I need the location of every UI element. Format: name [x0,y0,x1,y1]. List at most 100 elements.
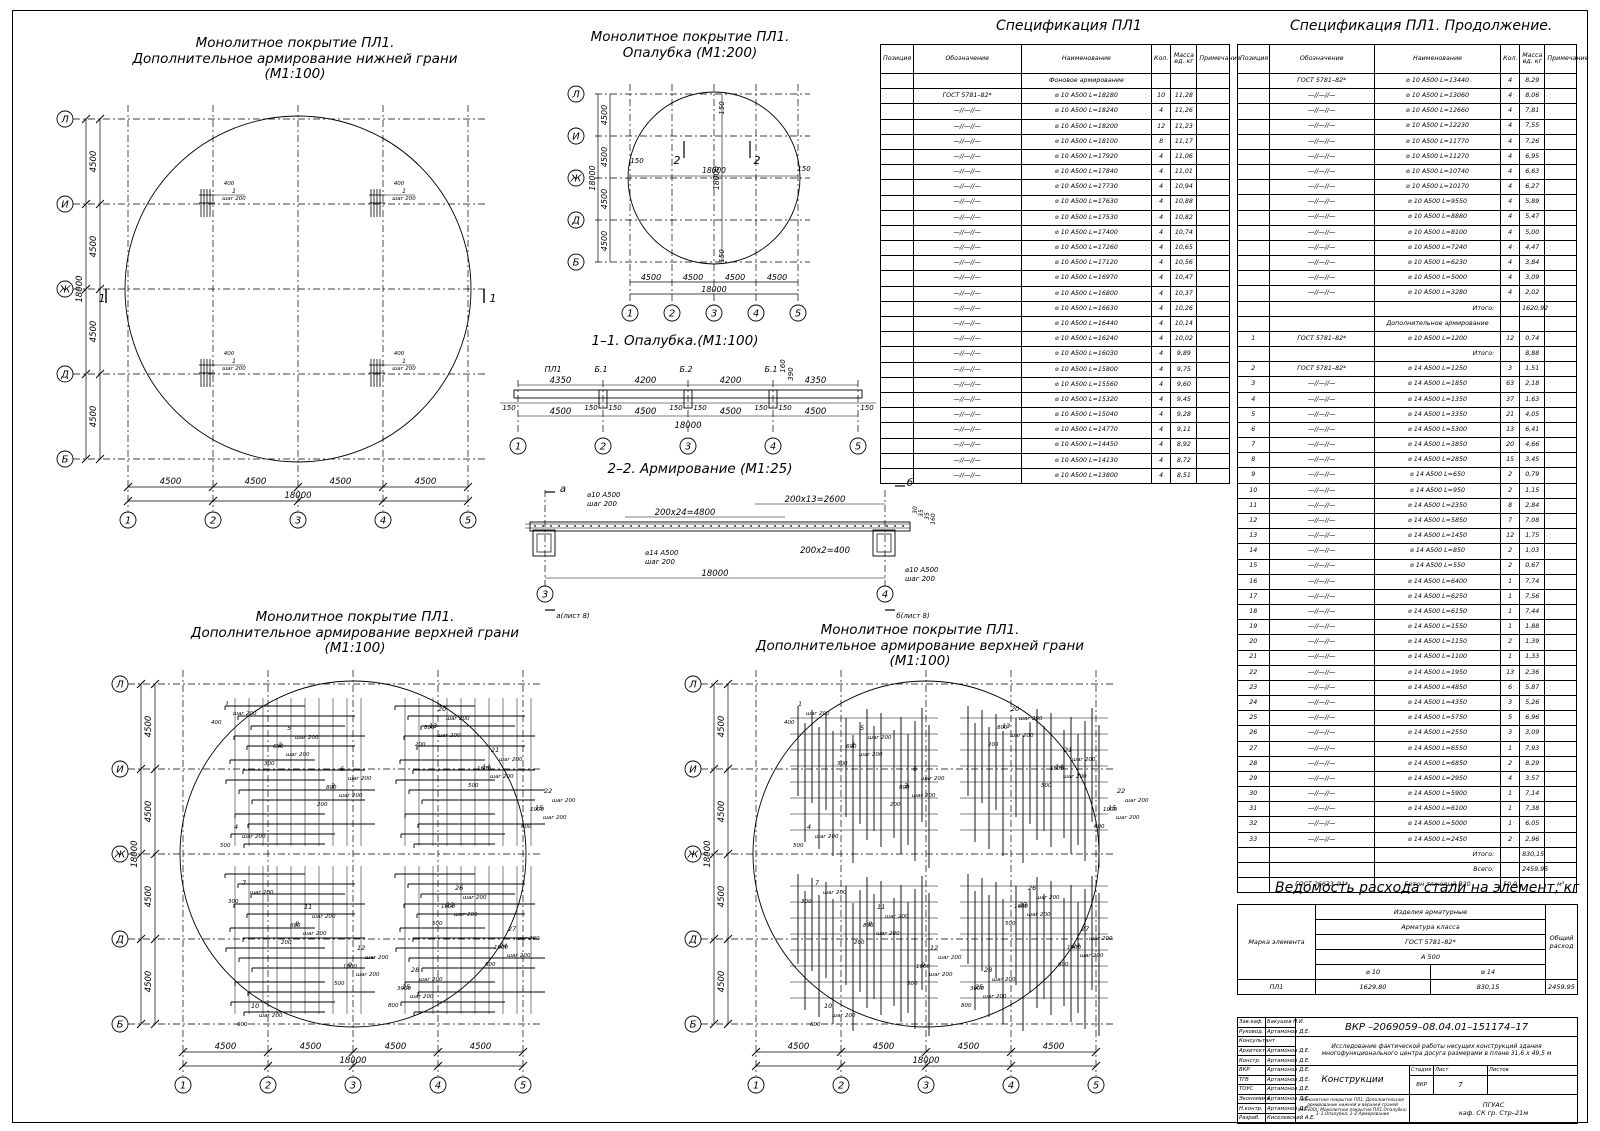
spec1-cell: ⌀ 10 А500 L=17920 [1020,148,1152,166]
stamp-name: Артамонов Д.Е. [1265,1064,1310,1076]
axis-bubble-Б [567,253,585,271]
position-mark: 11 [877,903,885,911]
position-mark: 27 [508,925,517,933]
axis-bubble-И-label: И [116,765,124,776]
axis-bubble-4 [747,304,765,322]
step-label: шаг 200 [242,834,266,840]
spec2-cell: 8,29 [1519,72,1546,90]
spec1-cell: Фоновое армирование [1020,72,1152,90]
spec1-cell: 4 [1150,437,1172,454]
stirrup [876,533,892,553]
spec1-cell: 4 [1150,103,1172,120]
stamp-role: Разраб. [1237,1112,1266,1124]
spec2-cell: м³ [1544,877,1577,894]
steel-v14: 830,15 [1430,979,1546,995]
dim-side: 35 [924,512,931,520]
spec2-cell [1544,573,1577,590]
spec1-cell [1196,452,1230,469]
spec1-cell: 10,74 [1170,224,1198,242]
spec2-cell: 2 [1500,482,1521,499]
spec2-cell: 1 [1500,588,1521,606]
spec2-cell [1544,740,1577,757]
spec2-cell: —//—//— [1268,725,1375,742]
rebar-dot [678,525,680,527]
spec1-cell [1196,391,1230,409]
spec2-cell: ⌀ 14 А500 L=1100 [1373,649,1502,666]
spec2-cell [1237,239,1270,257]
axis-bubble-Б [56,450,74,468]
spec2-cell: ⌀ 14 А500 L=1850 [1373,376,1502,393]
step-label: шаг 200 [410,994,434,1000]
spec2-cell: Бетон тяжелый В20 [1373,877,1502,894]
dim-total: 18000 [912,1056,939,1066]
spec2-cell: 25 [1237,710,1270,727]
spec1-cell [1196,437,1230,454]
axis-bubble-2 [663,304,681,322]
position-mark: 4 [807,823,811,831]
spec1-cell [880,285,914,302]
spec1-cell: 11,28 [1170,88,1198,105]
axis-bubble-Л-label: Л [571,90,580,101]
position-mark: 6 [340,765,344,773]
position-mark: 25 [402,983,410,991]
section-label: 2 [674,154,681,167]
spec2-cell [1268,846,1375,863]
axis-bubble-1-label: 1 [125,516,131,527]
dim-span: 4500 [385,1042,407,1052]
spec1-cell [1196,164,1230,181]
spec2-cell: —//—//— [1268,164,1375,181]
spec2-cell: ⌀ 10 А500 L=13060 [1373,88,1502,105]
dim-total: 18000 [702,166,726,175]
spec1-cell: ⌀ 10 А500 L=17120 [1020,255,1152,272]
spec1-cell: 9,11 [1170,422,1198,439]
dim-span: 4500 [788,1042,810,1052]
rebar-dot [790,525,792,527]
axis-bubble-3 [289,511,307,529]
dim-span: 4500 [470,1042,492,1052]
dim-150: 150 [630,157,644,165]
stamp-name: Артамонов Д.Е. [1265,1093,1310,1105]
dim-span: 4500 [330,477,352,487]
dim-tick [81,369,91,379]
spec2-cell: ⌀ 10 А500 L=11270 [1373,148,1502,166]
spec1-cell: 9,89 [1170,346,1198,363]
dim-span: 4500 [89,236,99,258]
spec2-cell: 5,89 [1519,194,1546,211]
dim-tick [150,679,160,689]
spec2-cell: —//—//— [1268,148,1375,166]
spec2-cell: —//—//— [1268,634,1375,651]
spec2-cell: 23 [1237,679,1270,697]
spec1-cell: 11,06 [1170,148,1198,166]
dim-150: 150 [669,404,683,412]
spec2-cell: 2 [1500,755,1521,772]
spec2-cell: —//—//— [1268,179,1375,196]
spec1-cell [880,255,914,272]
section-label: ПЛ1 [544,365,561,374]
rebar-dot [630,525,632,527]
dim-tick [836,1061,846,1071]
dim-150: 150 [718,101,726,115]
spec2-cell [1500,315,1521,332]
spec2-cell: 6,63 [1519,164,1546,181]
spec2-cell: ⌀ 14 А500 L=2350 [1373,497,1502,514]
position-mark: 7 [815,879,820,887]
dim-150: 150 [502,404,516,412]
spec2-cell [1237,255,1270,272]
dim-tick [709,679,719,689]
dim-tick [709,934,719,944]
axis-bubble-Ж-label: Ж [687,850,700,861]
spec2-cell: 2,96 [1519,831,1546,848]
dim-total: 18000 [712,166,721,190]
spec2-cell: 4 [1500,270,1521,287]
